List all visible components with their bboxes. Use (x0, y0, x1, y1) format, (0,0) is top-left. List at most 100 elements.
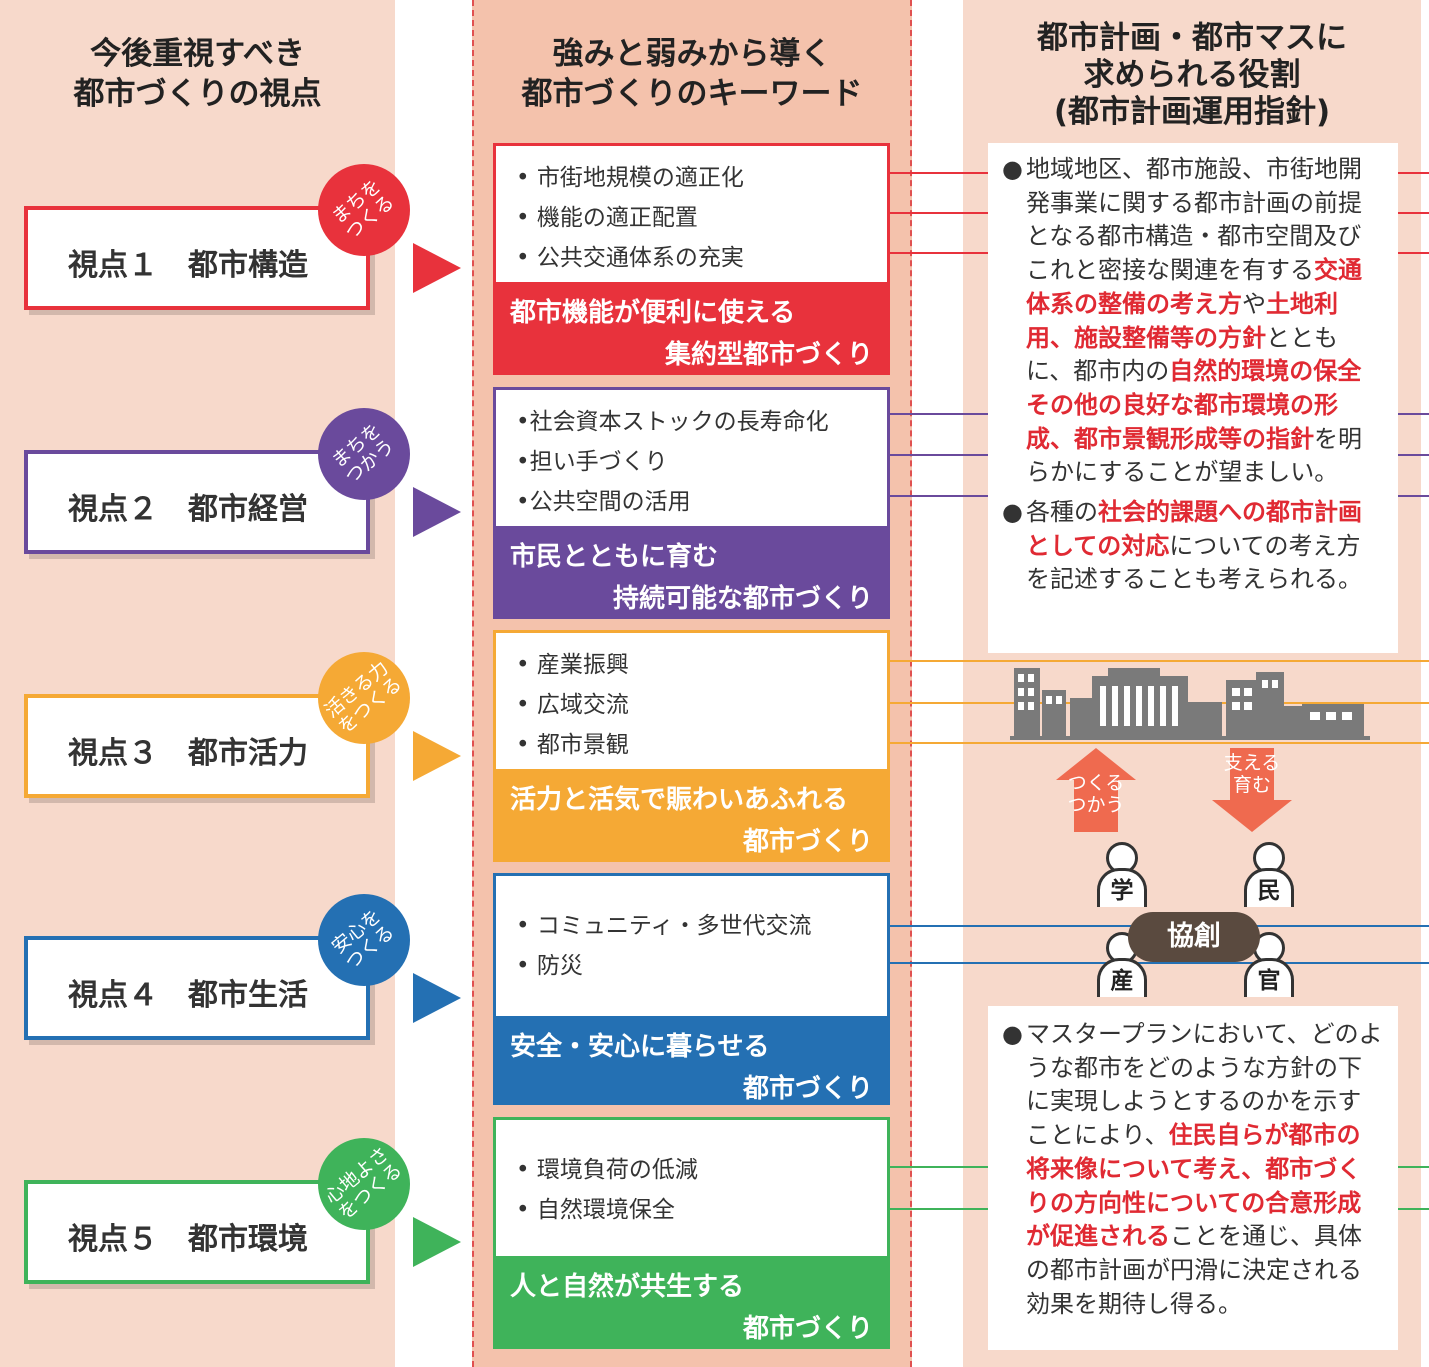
viewpoint-badge: 安心を つくる (318, 894, 410, 986)
bullet-icon: ● (1002, 1020, 1023, 1048)
body-text: 各種の (1026, 498, 1098, 527)
role-bottom-para-1: ● マスタープランにおいて、どのような都市をどのような方針の下に実現しようとする… (1002, 1018, 1384, 1321)
viewpoint-badge-text: 安心を つくる (328, 904, 400, 975)
body-text: を明らかにすることが望ましい。 (1026, 424, 1362, 487)
keyword-footer: 安全・安心に暮らせる都市づくり (496, 1016, 887, 1104)
keyword-items: • 産業振興 • 広域交流 • 都市景観 (496, 633, 887, 769)
keyword-footer-line1: 市民とともに育む (510, 542, 719, 572)
role-top-para-1: ● 地域地区、都市施設、市街地開発事業に関する都市計画の前提となる都市構造・都市… (1002, 153, 1384, 490)
highlight-text: 土地利用、施設整備等の方針 (1026, 289, 1338, 352)
keyword-footer-line2: 持続可能な都市づくり (612, 584, 873, 614)
viewpoint-label: 視点１ 都市構造 (68, 248, 308, 283)
viewpoint-box: 視点４ 都市生活 (24, 936, 370, 1040)
keyword-footer-line2: 都市づくり (742, 827, 873, 857)
highlight-text: 社会的課題への都市計画としての対応 (1026, 498, 1362, 560)
viewpoint-badge-text: 活きる力 をつくる (320, 656, 407, 739)
pointer-triangle-icon (413, 973, 461, 1023)
viewpoint-badge: 心地よさ をつくる (318, 1138, 410, 1230)
keyword-item: • 産業振興 (516, 652, 629, 678)
viewpoint-box: 視点３ 都市活力 (24, 694, 370, 798)
keyword-footer-line1: 人と自然が共生する (510, 1272, 745, 1302)
keyword-item: • 公共交通体系の充実 (516, 245, 744, 271)
keyword-item: • 防災 (516, 953, 583, 979)
keyword-item: •担い手づくり (516, 449, 668, 475)
keyword-item: • 広域交流 (516, 692, 629, 718)
keyword-box: •社会資本ストックの長寿命化•担い手づくり•公共空間の活用市民とともに育む持続可… (493, 387, 890, 619)
arrow-down-label: 支える 育む (1223, 752, 1281, 796)
viewpoint-badge-text: 心地よさ をつくる (320, 1142, 407, 1225)
person-icon-gaku: 学 (1097, 842, 1147, 907)
kyoso-label: 協創 (1128, 912, 1260, 962)
keyword-items: • コミュニティ・多世代交流 • 防災 (496, 876, 887, 1016)
bullet-icon: ● (1002, 498, 1023, 527)
viewpoint-badge-text: まちを つかう (328, 418, 400, 489)
highlight-text: 自然的環境の保全その他の良好な都市環境の形成、都市景観形成等の指針 (1026, 357, 1362, 453)
keyword-items: • 環境負荷の低減 • 自然環境保全 (496, 1120, 887, 1256)
arrow-up: つくる つかう (1056, 748, 1136, 832)
keyword-item: •公共空間の活用 (516, 489, 691, 515)
keyword-footer-line2: 都市づくり (742, 1074, 873, 1104)
pointer-triangle-icon (413, 243, 461, 293)
right-column-title: 都市計画・都市マスに 求められる役割 (都市計画運用指針) (1037, 20, 1347, 130)
arrow-up-label: つくる つかう (1067, 772, 1125, 816)
keyword-box: • コミュニティ・多世代交流 • 防災安全・安心に暮らせる都市づくり (493, 873, 890, 1105)
viewpoint-badge: 活きる力 をつくる (318, 652, 410, 744)
keyword-item: • 市街地規模の適正化 (516, 165, 744, 191)
keyword-item: • 自然環境保全 (516, 1197, 675, 1223)
body-text: とともに、都市内の (1026, 323, 1338, 386)
viewpoint-label: 視点４ 都市生活 (68, 978, 308, 1013)
keyword-footer: 市民とともに育む持続可能な都市づくり (496, 526, 887, 616)
body-text: 地域地区、都市施設、市街地開発事業に関する都市計画の前提となる都市構造・都市空間… (1026, 155, 1362, 285)
arrow-down: 支える 育む (1212, 748, 1292, 832)
highlight-text: 交通体系の整備の考え方 (1026, 256, 1362, 318)
viewpoint-box: 視点２ 都市経営 (24, 450, 370, 554)
body-text: マスタープランにおいて、どのような都市をどのような方針の下に実現しようとするのか… (1026, 1020, 1383, 1150)
keyword-item: • 都市景観 (516, 732, 629, 758)
keyword-items: •社会資本ストックの長寿命化•担い手づくり•公共空間の活用 (496, 390, 887, 526)
viewpoint-box: 視点１ 都市構造 (24, 206, 370, 310)
keyword-item: • 機能の適正配置 (516, 205, 698, 231)
connector-line (670, 660, 1429, 662)
pointer-triangle-icon (413, 1217, 461, 1267)
pointer-triangle-icon (413, 731, 461, 781)
viewpoint-box: 視点５ 都市環境 (24, 1180, 370, 1284)
keyword-footer-line1: 安全・安心に暮らせる (510, 1032, 770, 1062)
keyword-footer: 活力と活気で賑わいあふれる都市づくり (496, 769, 887, 859)
bullet-icon: ● (1002, 155, 1023, 183)
keyword-item: • コミュニティ・多世代交流 (516, 913, 812, 939)
viewpoint-badge: まちを つかう (318, 408, 410, 500)
body-text: ことを通じ、具体の都市計画が円滑に決定される効果を期待し得る。 (1026, 1222, 1362, 1318)
keyword-item: • 環境負荷の低減 (516, 1157, 698, 1183)
keyword-footer: 都市機能が便利に使える集約型都市づくり (496, 282, 887, 372)
keyword-box: • 環境負荷の低減 • 自然環境保全人と自然が共生する都市づくり (493, 1117, 890, 1349)
city-skyline-icon (1010, 668, 1370, 740)
connector-line (620, 962, 1429, 964)
person-icon-san: 産 (1097, 932, 1147, 997)
keyword-footer-line2: 都市づくり (742, 1314, 873, 1344)
highlight-text: 住民自らが都市の将来像について考え、都市づくりの方向性についての合意形成が促進さ… (1026, 1121, 1362, 1251)
body-text: や (1242, 289, 1266, 318)
connector-line (670, 742, 1429, 744)
pointer-triangle-icon (413, 487, 461, 537)
keyword-footer-line1: 都市機能が便利に使える (510, 298, 796, 328)
left-column-title: 今後重視すべき 都市づくりの視点 (73, 36, 322, 112)
viewpoint-label: 視点５ 都市環境 (68, 1222, 308, 1257)
keyword-box: • 産業振興 • 広域交流 • 都市景観活力と活気で賑わいあふれる都市づくり (493, 630, 890, 862)
viewpoint-badge: まちを つくる (318, 164, 410, 256)
keyword-footer-line2: 集約型都市づくり (664, 340, 873, 370)
person-icon-min: 民 (1244, 842, 1294, 907)
middle-column-title: 強みと弱みから導く 都市づくりのキーワード (521, 36, 863, 112)
body-text: についての考え方を記述することも考えられる。 (1026, 531, 1362, 594)
person-icon-kan: 官 (1244, 932, 1294, 997)
keyword-box: • 市街地規模の適正化 • 機能の適正配置 • 公共交通体系の充実都市機能が便利に使… (493, 143, 890, 375)
keyword-footer: 人と自然が共生する都市づくり (496, 1256, 887, 1346)
role-top-para-2: ● 各種の社会的課題への都市計画としての対応についての考え方を記述することも考え… (1002, 496, 1384, 597)
viewpoint-label: 視点３ 都市活力 (68, 736, 308, 771)
keyword-footer-line1: 活力と活気で賑わいあふれる (510, 785, 849, 815)
role-text-bottom: ● マスタープランにおいて、どのような都市をどのような方針の下に実現しようとする… (988, 1006, 1398, 1350)
viewpoint-label: 視点２ 都市経営 (68, 492, 308, 527)
role-text-top: ● 地域地区、都市施設、市街地開発事業に関する都市計画の前提となる都市構造・都市… (988, 143, 1398, 653)
viewpoint-badge-text: まちを つくる (328, 174, 400, 245)
keyword-items: • 市街地規模の適正化 • 機能の適正配置 • 公共交通体系の充実 (496, 146, 887, 282)
